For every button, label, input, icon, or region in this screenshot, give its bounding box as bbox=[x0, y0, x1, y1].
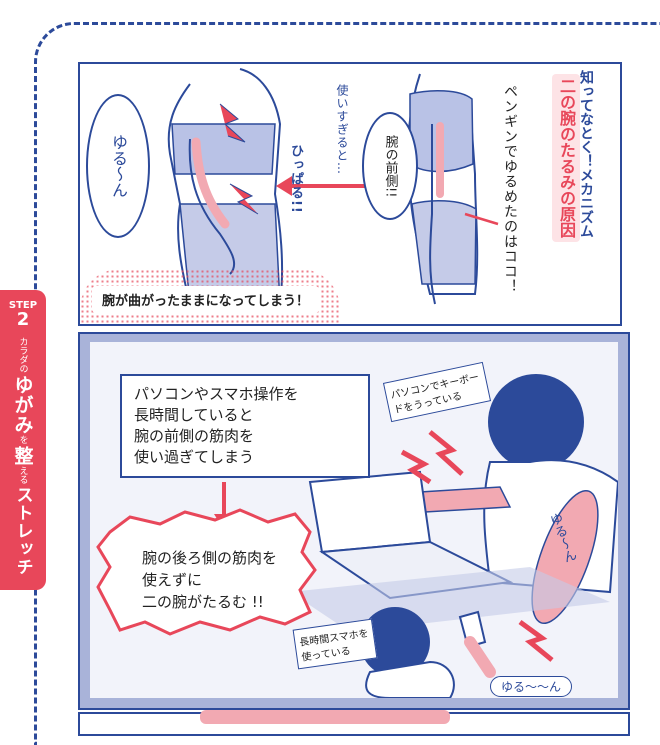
desk-panel: パソコンやスマホ操作を 長時間していると 腕の前側の筋肉を 使い過ぎてしまう 腕… bbox=[78, 332, 630, 710]
result-line-3: 二の腕がたるむ !! bbox=[142, 593, 264, 611]
slack-bottom: ゆる〜〜ん bbox=[490, 676, 573, 697]
step-title-b: 整 bbox=[11, 446, 34, 466]
vertical-note: ペンギンでゆるめたのはココ！ bbox=[502, 84, 518, 294]
step-title-c: ストレッチ bbox=[12, 486, 33, 576]
mechanism-heading: 知ってなとく！メカニズム bbox=[578, 70, 594, 238]
step-title-a: ゆがみ bbox=[11, 375, 34, 435]
explain-line-4: 使い過ぎてしまう bbox=[134, 448, 255, 466]
mechanism-title: 二の腕のたるみの原因 bbox=[552, 74, 580, 242]
step-tab: STEP 2 カラダの ゆがみ を 整 える ストレッチ bbox=[0, 290, 46, 590]
step-small-label: カラダの bbox=[17, 337, 28, 373]
step-label: STEP bbox=[8, 300, 38, 311]
step-connector-2: える bbox=[17, 466, 28, 484]
result-burst: 腕の後ろ側の筋肉を 使えずに 二の腕がたるむ !! bbox=[142, 547, 277, 613]
step-number: 2 bbox=[16, 309, 30, 330]
side-note: 使いすぎると… bbox=[335, 84, 349, 175]
explain-box: パソコンやスマホ操作を 長時間していると 腕の前側の筋肉を 使い過ぎてしまう bbox=[120, 374, 370, 478]
desk-panel-inner: パソコンやスマホ操作を 長時間していると 腕の前側の筋肉を 使い過ぎてしまう 腕… bbox=[90, 342, 618, 698]
mechanism-panel: ゆる〜ん ひっぱる!! 使いすぎると… 腕の前側!! ペンギンでゆるめたのはココ… bbox=[78, 62, 622, 326]
panel1-caption: 腕が曲がったままになってしまう！ bbox=[92, 286, 319, 313]
explain-line-2: 長時間していると bbox=[134, 406, 254, 424]
figure-illustration bbox=[167, 68, 499, 305]
speech-left-text: ゆる〜ん bbox=[109, 134, 128, 198]
explain-line-3: 腕の前側の筋肉を bbox=[134, 427, 255, 445]
speech-bubble-left: ゆる〜ん bbox=[86, 94, 150, 238]
pull-note: ひっぱる!! bbox=[288, 144, 303, 214]
result-line-2: 使えずに bbox=[142, 571, 203, 589]
desk-illustration bbox=[96, 374, 618, 698]
speech-bubble-right: 腕の前側!! bbox=[362, 112, 418, 220]
explain-line-1: パソコンやスマホ操作を bbox=[134, 385, 299, 403]
result-line-1: 腕の後ろ側の筋肉を bbox=[142, 549, 278, 567]
next-panel-pink bbox=[200, 710, 450, 724]
step-connector: を bbox=[17, 435, 28, 444]
speech-right-text: 腕の前側!! bbox=[382, 134, 398, 198]
